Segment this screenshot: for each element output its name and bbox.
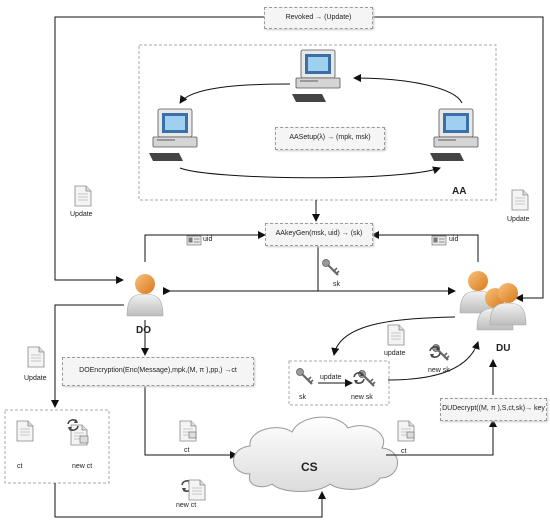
ct-box-label: ct bbox=[17, 463, 23, 470]
do-to-update-arrow bbox=[51, 304, 124, 408]
doencryption-box: DOEncryption(Enc(Message),mpk,(M, π ),pp… bbox=[62, 357, 254, 386]
aa-server-computer-right-icon bbox=[429, 108, 479, 162]
du-uid-card-icon bbox=[431, 235, 447, 246]
cs-to-decrypt-arrow bbox=[386, 419, 497, 456]
encrypt-to-cs-arrow bbox=[144, 385, 238, 459]
ct-right-label: ct bbox=[401, 448, 407, 455]
uid-left-label: uid bbox=[203, 236, 213, 243]
do-uid-arrow bbox=[144, 231, 266, 262]
aa-server-computer-left-icon bbox=[148, 108, 198, 162]
ct-update-region-border bbox=[4, 409, 110, 484]
update-doc-right-icon bbox=[511, 189, 529, 211]
sk-top-label: sk bbox=[333, 281, 340, 288]
du-label: DU bbox=[496, 343, 511, 354]
sk-du-label: sk bbox=[299, 394, 306, 401]
du-uid-arrow bbox=[371, 231, 479, 262]
new-sk-right-label: new sk bbox=[428, 367, 450, 374]
update-do-label: Update bbox=[24, 375, 47, 382]
sk-update-region-border bbox=[288, 360, 390, 406]
aa-server-computer-top-icon bbox=[291, 49, 341, 103]
update-doc-do-icon bbox=[27, 346, 45, 368]
do-label: DO bbox=[136, 325, 151, 336]
revoked-box: Revoked → (Update) bbox=[264, 7, 373, 29]
ct-lock-mid-icon bbox=[188, 431, 197, 439]
update-mid-label: update bbox=[384, 350, 406, 357]
update-left-label: Update bbox=[70, 211, 93, 218]
revoked-to-do-arrow bbox=[54, 16, 264, 284]
revoked-to-du-arrow bbox=[372, 16, 544, 302]
update-doc-mid-icon bbox=[387, 324, 405, 346]
new-ct-box-label: new ct bbox=[72, 463, 93, 470]
new-sk-to-du-arrow bbox=[387, 341, 480, 381]
sk-key-icon bbox=[321, 258, 341, 277]
update-right-label: Update bbox=[507, 216, 530, 223]
cs-cloud-icon bbox=[233, 416, 398, 492]
aakeygen-box: AAkeyGen(msk, uid) → (sk) bbox=[265, 223, 373, 246]
sk-old-key-icon bbox=[295, 367, 315, 386]
aa-region-border bbox=[138, 44, 497, 201]
aa-sync-arrow-left bbox=[179, 83, 291, 104]
cs-label: CS bbox=[301, 460, 318, 474]
new-ct-bottom-label: new ct bbox=[176, 502, 197, 509]
update-doc-left-icon bbox=[74, 185, 92, 207]
do-user-icon bbox=[126, 273, 164, 317]
uid-right-label: uid bbox=[449, 236, 459, 243]
dudecrypt-box: DUDecrypt((M, π ),S,ct,sk)→ key bbox=[440, 398, 547, 421]
ct-lock-right-icon bbox=[406, 431, 415, 439]
do-uid-card-icon bbox=[186, 235, 202, 246]
aa-sync-arrow-bottom bbox=[179, 166, 441, 179]
ct-doc-box-icon bbox=[16, 420, 34, 442]
aasetup-box: AASetup(λ) → (mpk, msk) bbox=[275, 127, 385, 150]
ct-mid-label: ct bbox=[184, 447, 190, 454]
du-to-sk-update-arrow bbox=[331, 316, 456, 356]
aa-sync-arrow-right bbox=[353, 74, 463, 104]
update-arrow-label: update bbox=[320, 374, 342, 381]
new-ct-doc-bottom-icon bbox=[188, 479, 206, 501]
aa-label: AA bbox=[452, 186, 467, 197]
new-ct-to-cs-arrow bbox=[54, 483, 326, 518]
new-sk-mid-label: new sk bbox=[351, 394, 373, 401]
new-ct-lock-box-icon bbox=[79, 435, 89, 444]
